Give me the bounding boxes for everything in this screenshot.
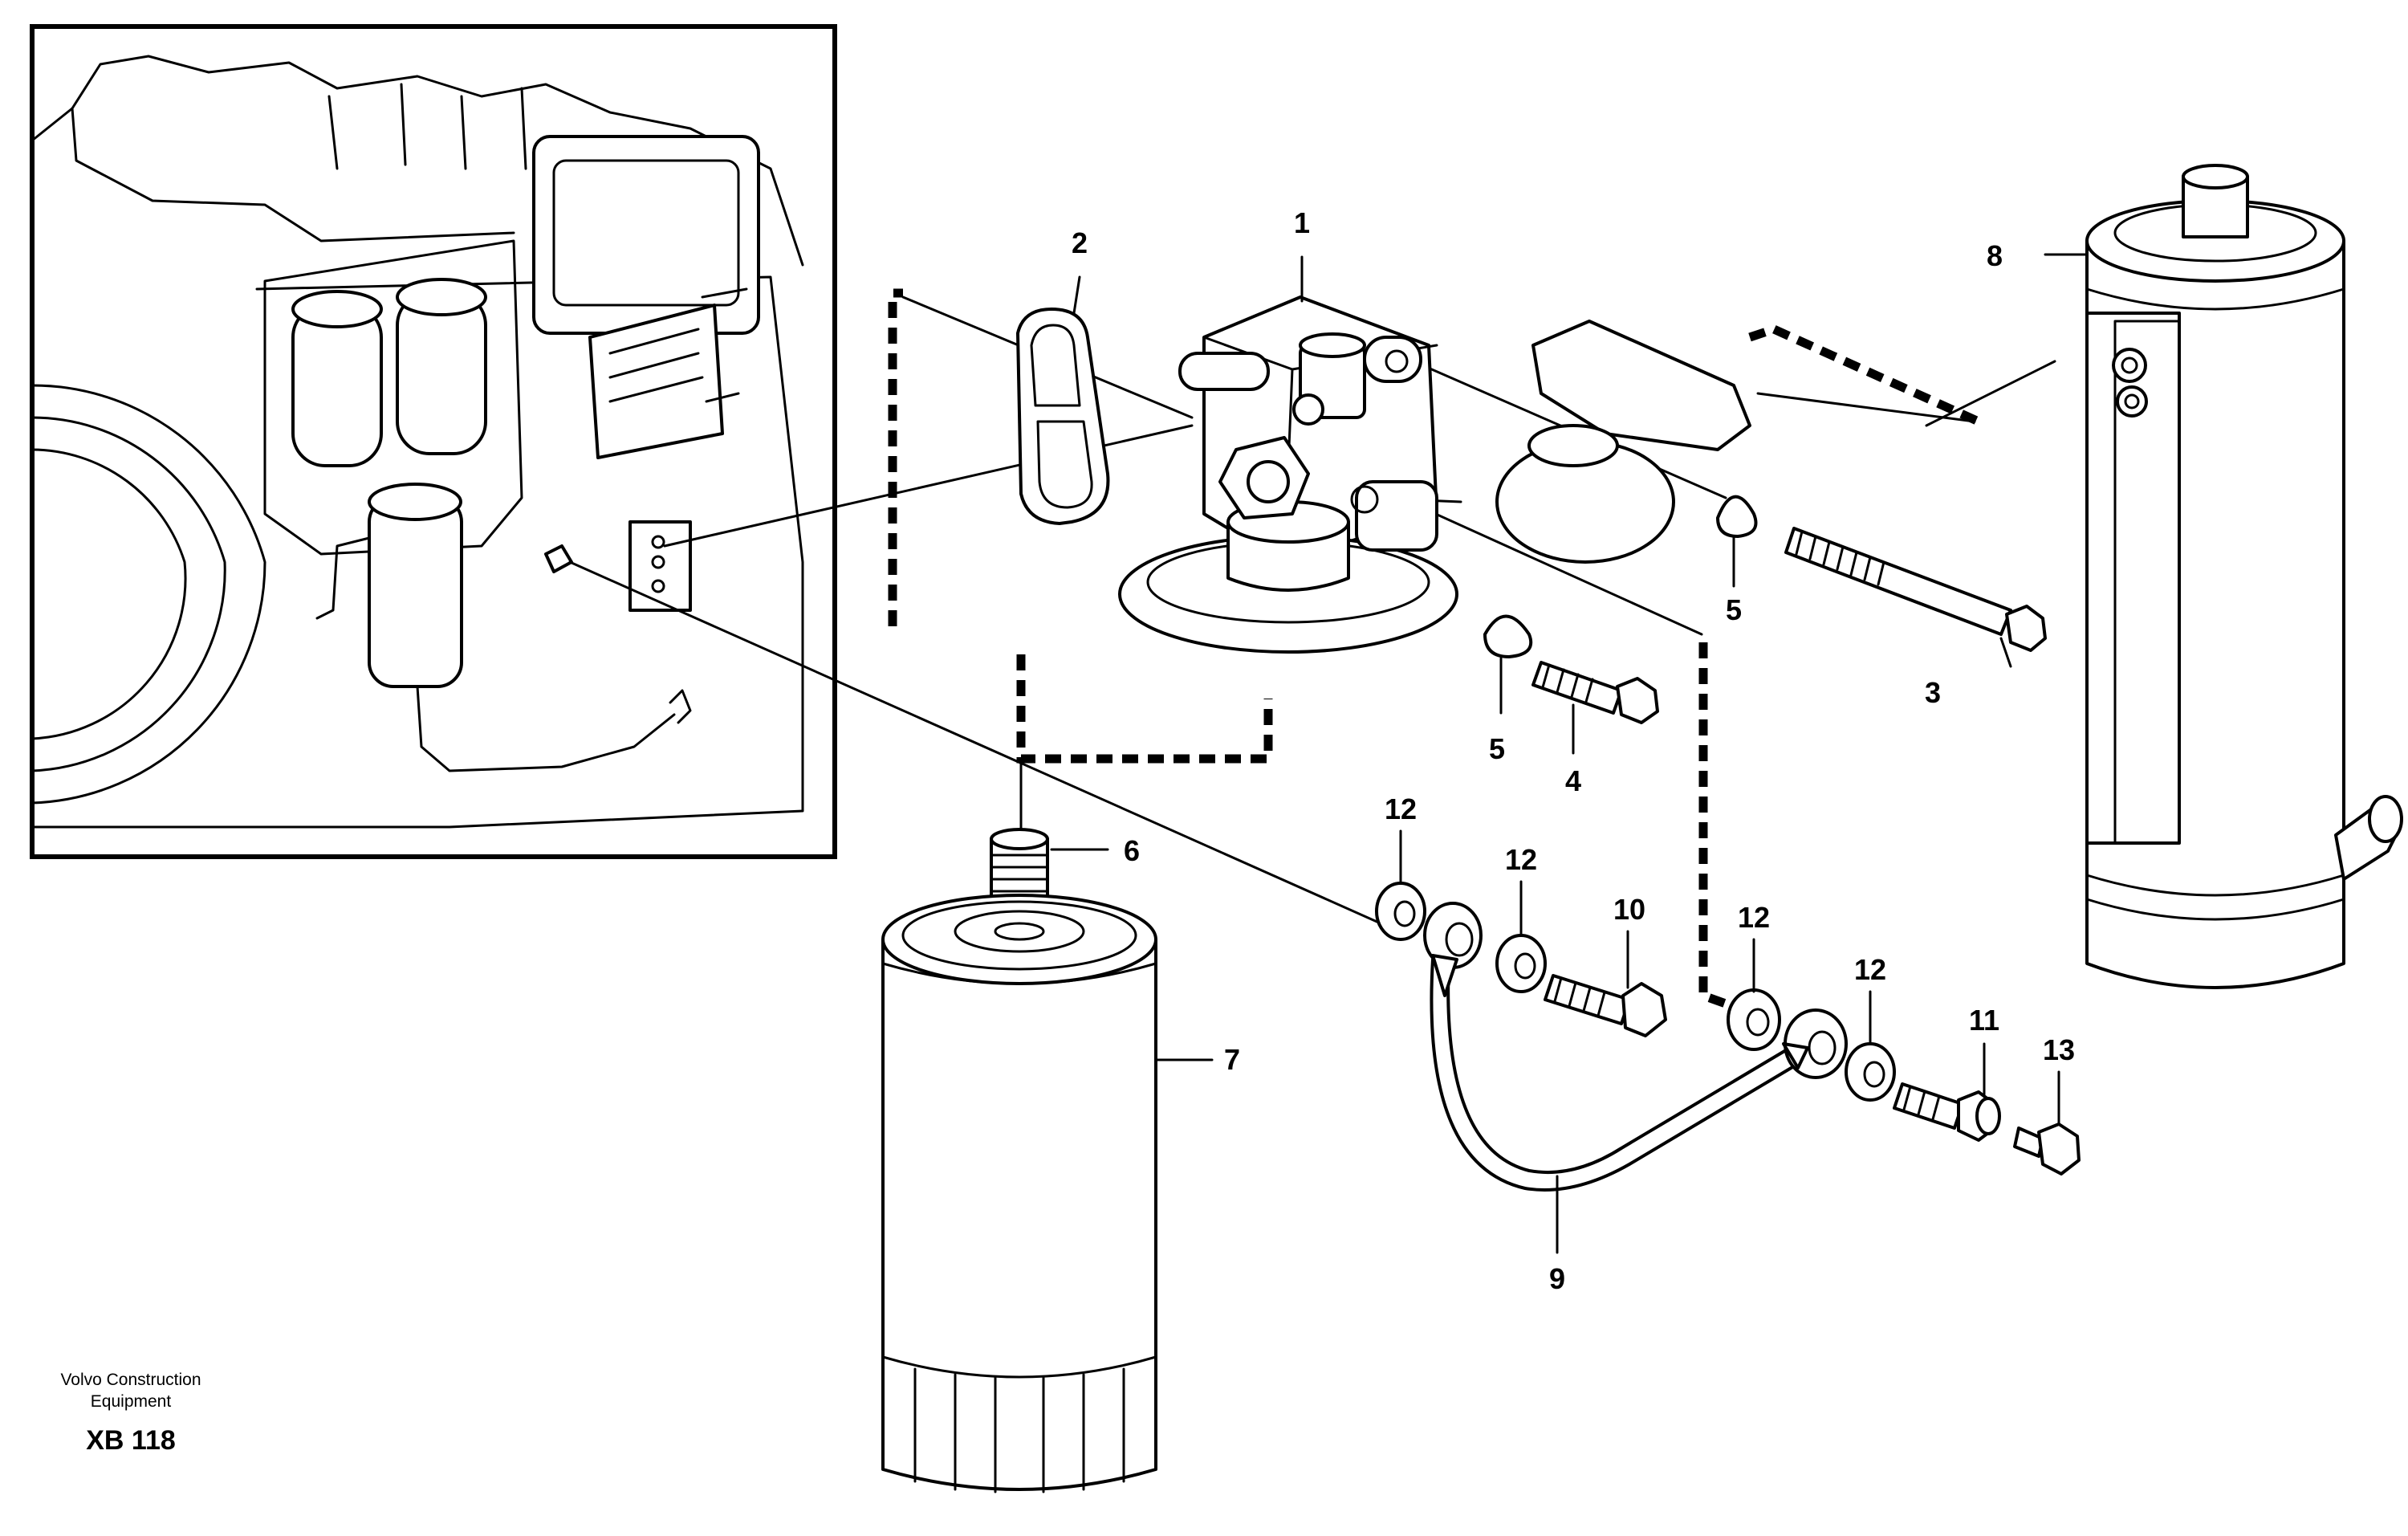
callout-5b: 5 [1489,732,1505,765]
callout-4: 4 [1565,764,1581,797]
callout-12d: 12 [1854,953,1886,986]
callout-11: 11 [1969,1004,1999,1037]
callout-9: 9 [1549,1262,1565,1295]
part-10-banjo-bolt [1544,974,1667,1037]
callout-2: 2 [1072,226,1088,259]
publisher-line-1: Volvo Construction [60,1371,201,1389]
callout-labels: 1 2 3 4 5 5 6 7 8 9 10 11 12 12 12 12 13 [1072,206,2075,1295]
engine-location-inset [30,24,837,859]
callout-7: 7 [1224,1043,1240,1076]
callout-5a: 5 [1726,593,1742,626]
callout-12b: 12 [1505,843,1537,876]
callout-12a: 12 [1385,792,1417,825]
callout-3: 3 [1925,676,1941,709]
callout-1: 1 [1294,206,1310,239]
part-2-gasket [1016,308,1110,525]
figure-credit: Volvo Construction Equipment XB 118 [60,1371,201,1456]
part-13-plug [2013,1122,2081,1175]
callout-13: 13 [2043,1033,2075,1066]
callout-6: 6 [1124,834,1140,867]
part-11-adapter [1893,1082,2001,1142]
callout-10: 10 [1613,893,1645,926]
part-12-washers [1375,882,1896,1102]
callout-8: 8 [1987,239,2003,272]
assembly-dashed-lines [888,288,1981,1008]
part-5-washers [1483,495,1758,658]
callout-12c: 12 [1738,901,1770,934]
callout-leaders [1050,253,2089,1254]
part-7-oil-filter [881,894,1157,1493]
part-8-cylinder [2085,164,2403,989]
part-4-short-bolt [1531,661,1659,724]
part-3-long-bolt [1784,527,2047,652]
figure-code: XB 118 [86,1425,176,1456]
publisher-line-2: Equipment [91,1392,172,1411]
part-9-hose [1423,902,1848,1192]
part-1-filter-head [1118,295,1751,654]
